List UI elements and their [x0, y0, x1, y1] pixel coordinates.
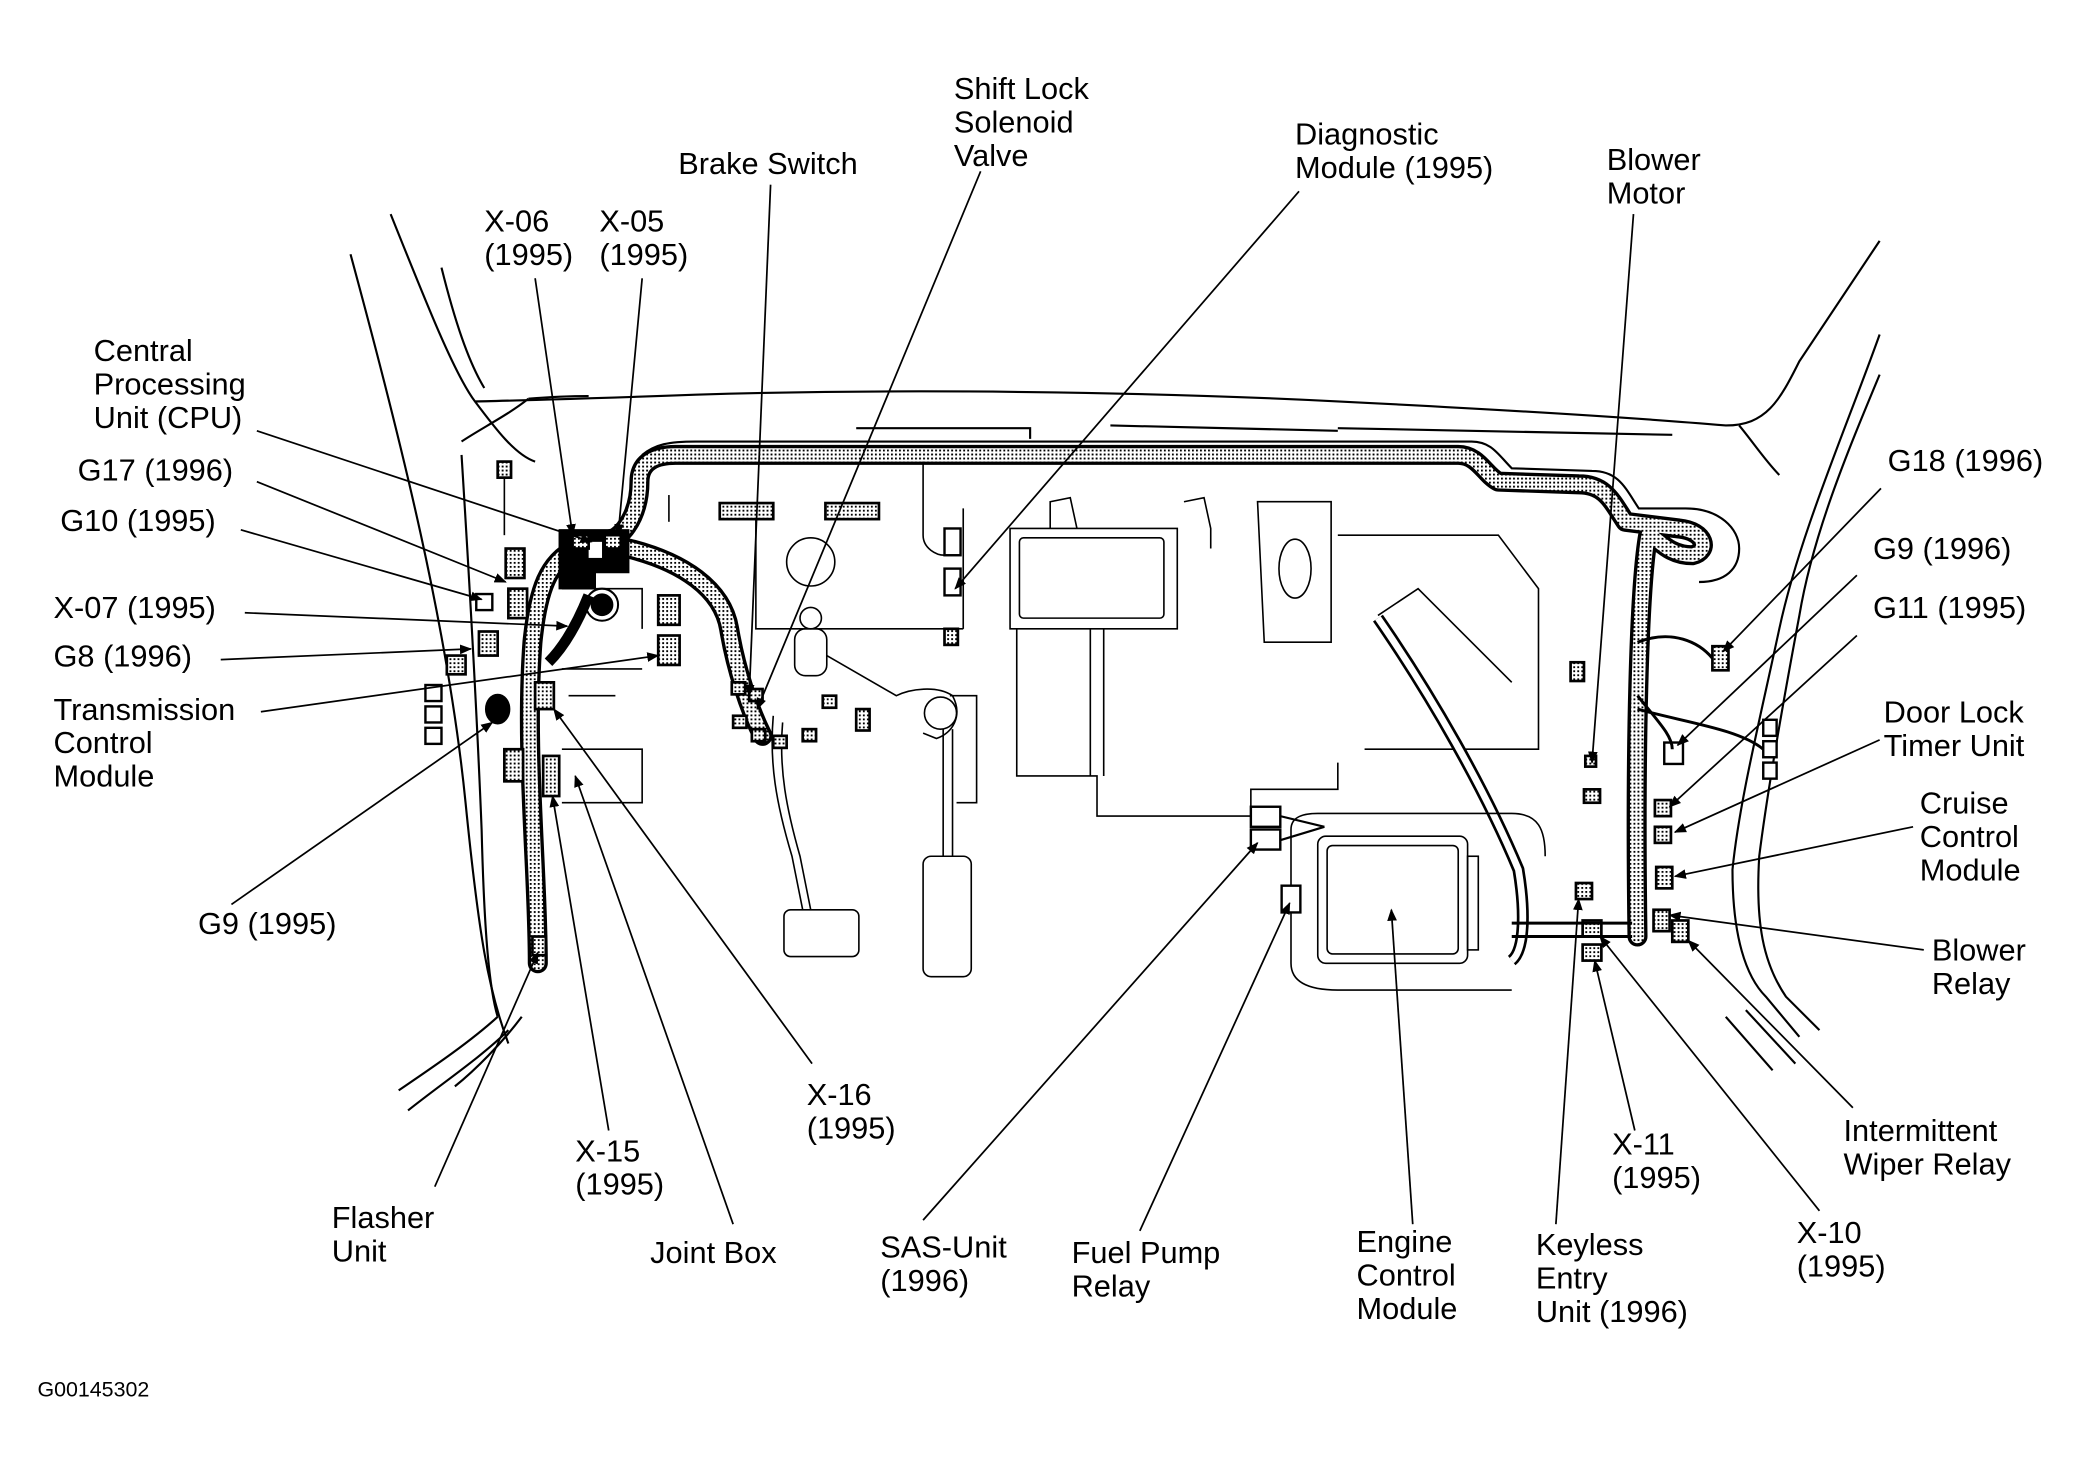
label-x06-1995: X-06 (1995)	[484, 203, 573, 271]
label-g8-1996: G8 (1996)	[54, 638, 192, 673]
label-g9-1995: G9 (1995)	[198, 906, 336, 941]
label-cruise-control-module: Cruise Control Module	[1920, 785, 2028, 887]
label-keyless-entry-unit-1996: Keyless Entry Unit (1996)	[1536, 1227, 1688, 1329]
label-x11-1995: X-11 (1995)	[1612, 1127, 1701, 1195]
label-diagnostic-module-1995: Diagnostic Module (1995)	[1295, 117, 1493, 185]
label-engine-control-module: Engine Control Module	[1357, 1224, 1465, 1326]
label-g11-1995: G11 (1995)	[1873, 590, 2026, 625]
label-x15-1995: X-15 (1995)	[575, 1133, 664, 1201]
label-central-processing-unit: Central Processing Unit (CPU)	[94, 333, 255, 435]
label-blower-motor: Blower Motor	[1607, 142, 1710, 210]
label-brake-switch: Brake Switch	[678, 146, 857, 181]
label-g10-1995: G10 (1995)	[60, 503, 216, 538]
label-x05-1995: X-05 (1995)	[599, 203, 688, 271]
interior-components	[424, 460, 1778, 991]
label-shift-lock-solenoid-valve: Shift Lock Solenoid Valve	[954, 71, 1098, 173]
label-x10-1995: X-10 (1995)	[1797, 1215, 1886, 1283]
label-g18-1996: G18 (1996)	[1888, 443, 2044, 478]
label-transmission-control-module: Transmission Control Module	[54, 692, 244, 794]
label-x07-1995: X-07 (1995)	[54, 590, 216, 625]
label-g17-1996: G17 (1996)	[78, 452, 234, 487]
label-fuel-pump-relay: Fuel Pump Relay	[1072, 1235, 1229, 1303]
label-intermittent-wiper-relay: Intermittent Wiper Relay	[1844, 1113, 2012, 1181]
label-joint-box: Joint Box	[650, 1235, 777, 1270]
figure-id: G00145302	[37, 1378, 149, 1402]
label-door-lock-timer-unit: Door Lock Timer Unit	[1884, 694, 2033, 762]
label-blower-relay: Blower Relay	[1932, 933, 2035, 1001]
label-sas-unit-1996: SAS-Unit (1996)	[880, 1230, 1015, 1298]
label-flasher-unit: Flasher Unit	[332, 1200, 443, 1268]
label-g9-1996: G9 (1996)	[1873, 531, 2011, 566]
label-x16-1995: X-16 (1995)	[807, 1077, 896, 1145]
vehicle-body-outline	[349, 213, 1881, 1112]
main-wiring-harness	[484, 444, 1713, 974]
component-labels: Central Processing Unit (CPU) G17 (1996)…	[37, 71, 2043, 1402]
leader-lines	[220, 170, 1924, 1232]
